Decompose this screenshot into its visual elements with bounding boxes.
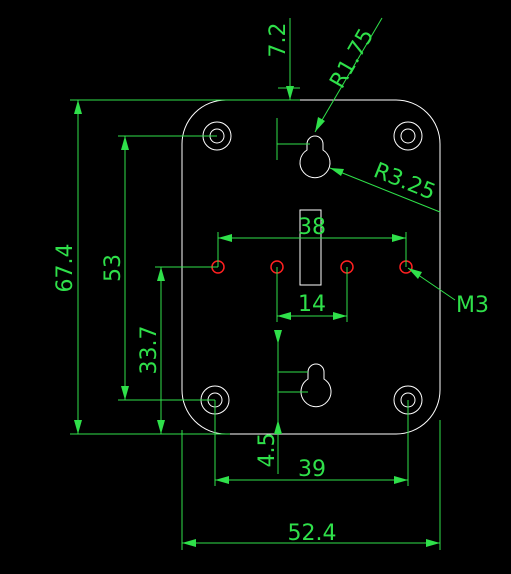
dim-vertical-hole-spacing <box>118 135 217 401</box>
label-top-keyhole-radius: R1.75 <box>325 25 379 93</box>
dim-top-keyhole-offset <box>276 18 310 160</box>
label-top-keyhole-offset: 7.2 <box>266 23 291 58</box>
label-overall-height: 67.4 <box>53 244 78 293</box>
label-vertical-hole-spacing: 53 <box>101 254 126 282</box>
label-bottom-keyhole-offset: 4.5 <box>255 433 280 468</box>
dim-overall-width <box>181 420 441 550</box>
leader-corner-radius <box>329 167 441 213</box>
label-m3-inner-spacing: 14 <box>298 292 326 317</box>
top-keyhole <box>299 135 331 179</box>
label-corner-radius: R3.25 <box>370 158 439 205</box>
label-bottom-hole-spacing: 39 <box>298 457 326 482</box>
label-overall-width: 52.4 <box>288 521 337 546</box>
leader-top-keyhole-radius <box>314 17 383 133</box>
bottom-keyhole <box>300 363 332 408</box>
label-m3: M3 <box>456 293 489 318</box>
dim-m3-row-height <box>155 266 218 434</box>
label-m3-row-height: 33.7 <box>137 326 162 375</box>
center-slot <box>299 209 322 286</box>
dim-overall-height <box>70 99 300 435</box>
plate-outline <box>181 99 441 435</box>
dim-m3-outer-spacing <box>217 232 407 267</box>
dim-m3-inner-spacing <box>276 267 348 322</box>
label-m3-outer-spacing: 38 <box>298 215 326 240</box>
corner-hole-top-right <box>393 121 423 151</box>
dim-bottom-keyhole-offset <box>274 330 308 474</box>
leader-m3 <box>407 267 456 301</box>
dim-bottom-hole-spacing <box>214 400 409 486</box>
